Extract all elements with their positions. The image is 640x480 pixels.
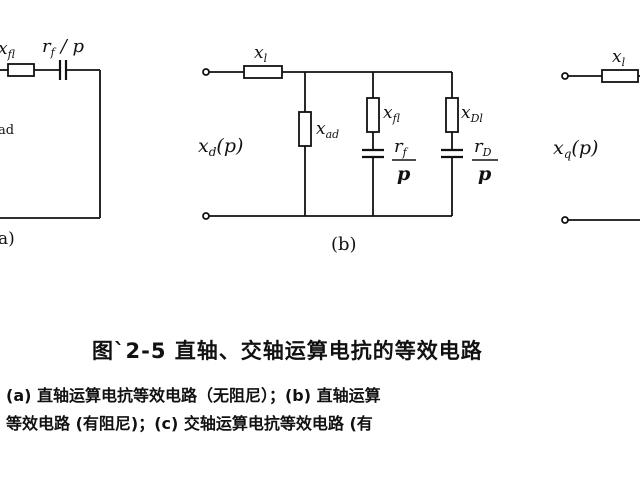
label-r-f-b: rf bbox=[394, 136, 409, 159]
inductor-x-fl-a bbox=[7, 63, 35, 77]
terminal-top-c bbox=[561, 72, 569, 80]
inductor-x-fl-b bbox=[366, 97, 380, 133]
label-x-fl-b: xfl bbox=[383, 103, 401, 125]
figure-caption-title: 图`2-5 直轴、交轴运算电抗的等效电路 bbox=[92, 339, 483, 363]
inductor-x-ad-b bbox=[298, 111, 312, 147]
label-x-fl-a: xfl bbox=[0, 39, 16, 61]
circuit-a bbox=[0, 60, 101, 219]
figure-caption-line-2: 等效电路 (有阻尼)；(c) 交轴运算电抗等效电路 (有 bbox=[6, 414, 373, 433]
label-xd-p: xd(p) bbox=[198, 135, 243, 159]
panel-label-a: a) bbox=[0, 229, 15, 249]
label-x-ad-b: xad bbox=[316, 119, 339, 141]
panel-label-b: (b) bbox=[331, 234, 357, 255]
label-rf-over-p-a: rf/ p bbox=[42, 36, 84, 59]
label-p-d-b: p bbox=[478, 163, 492, 185]
label-x-l-b: xl bbox=[254, 43, 268, 65]
inductor-x-dl-b bbox=[445, 97, 459, 133]
terminal-top-b bbox=[202, 68, 210, 76]
label-ad-a: ad bbox=[0, 123, 14, 138]
terminal-bottom-c bbox=[561, 216, 569, 224]
terminal-bottom-b bbox=[202, 212, 210, 220]
figure-caption-line-1: (a) 直轴运算电抗等效电路（无阻尼）；(b) 直轴运算 bbox=[6, 386, 381, 405]
circuit-c bbox=[561, 69, 640, 224]
label-p-f-b: p bbox=[397, 163, 411, 185]
label-x-l-c: xl bbox=[612, 47, 626, 69]
label-x-dl-b: xDl bbox=[461, 103, 483, 125]
inductor-x-l-c bbox=[601, 69, 639, 83]
label-xq-p: xq(p) bbox=[553, 137, 598, 161]
label-r-d-b: rD bbox=[474, 136, 492, 159]
inductor-x-l-b bbox=[243, 65, 283, 79]
circuit-b bbox=[202, 65, 498, 220]
